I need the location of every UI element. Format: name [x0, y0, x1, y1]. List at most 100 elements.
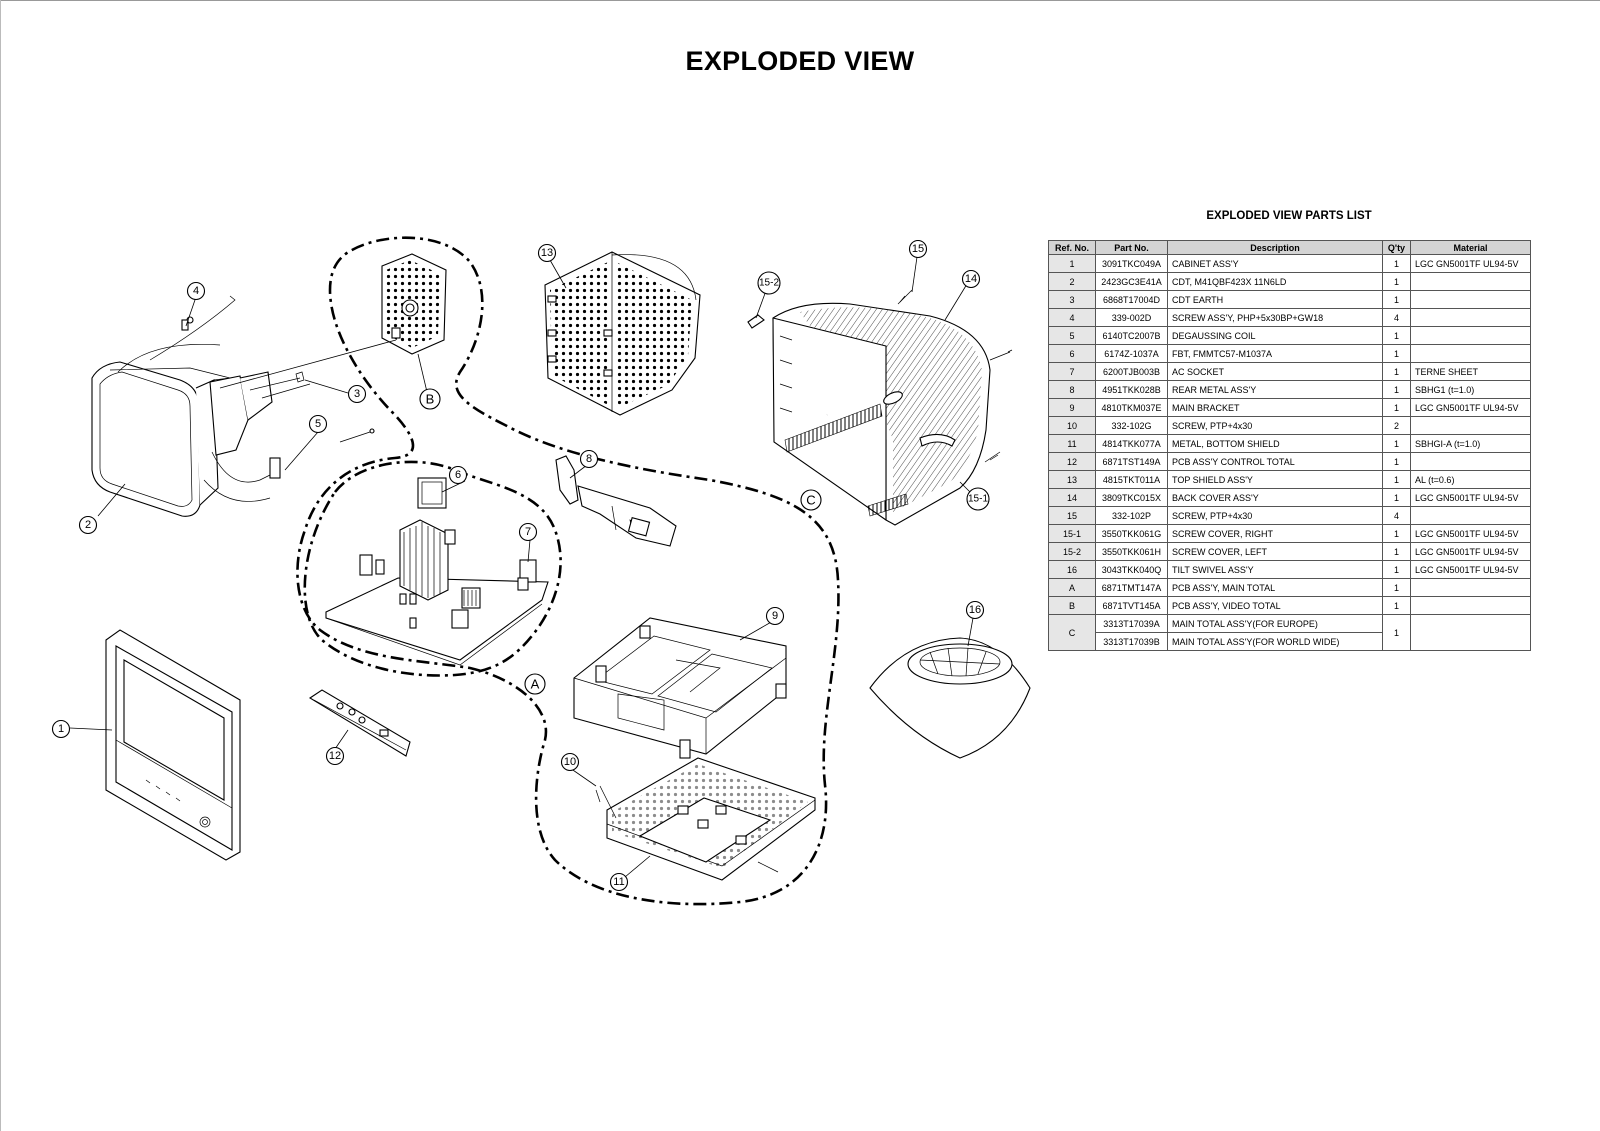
callout-2-label: 2: [85, 519, 91, 531]
callout-8-label: 8: [586, 453, 592, 465]
cell-material: [1410, 290, 1531, 309]
leader-lines: [69, 256, 979, 878]
callout-1-label: 1: [58, 723, 64, 735]
cell-description: SCREW COVER, RIGHT: [1167, 524, 1383, 543]
parts-table-header: Ref. No. Part No. Description Q'ty Mater…: [1048, 240, 1531, 255]
callout-3-label: 3: [354, 388, 360, 400]
bottom-shield-part: [595, 757, 816, 881]
callout-15-label: 15: [912, 243, 924, 255]
callout-13-label: 13: [541, 247, 553, 259]
callout-5: 5: [308, 414, 328, 434]
cell-part-no: 6174Z-1037A: [1095, 344, 1168, 363]
header-ref-no: Ref. No.: [1048, 240, 1096, 255]
cell-ref: 6: [1048, 344, 1096, 363]
cell-material: [1410, 326, 1531, 345]
cell-qty: 1: [1382, 614, 1411, 651]
cell-ref: 10: [1048, 416, 1096, 435]
cell-material: [1410, 452, 1531, 471]
cell-material: TERNE SHEET: [1410, 362, 1531, 381]
cell-material: LGC GN5001TF UL94-5V: [1410, 488, 1531, 507]
cell-material: [1410, 596, 1531, 615]
cell-qty: 1: [1382, 524, 1411, 543]
parts-list-title: EXPLODED VIEW PARTS LIST: [1206, 210, 1372, 222]
callout-b-label: B: [426, 392, 435, 407]
cell-part-no: 6871TMT147A: [1095, 578, 1168, 597]
cell-part-no: 3809TKC015X: [1095, 488, 1168, 507]
header-qty: Q'ty: [1382, 240, 1411, 255]
callout-c-label: C: [806, 493, 815, 508]
cabinet-front-part: [105, 629, 241, 861]
callout-7: 7: [518, 522, 538, 542]
cell-qty: 2: [1382, 416, 1411, 435]
callout-12-label: 12: [329, 750, 341, 762]
callout-13: 13: [537, 243, 557, 263]
callout-c: C: [800, 489, 822, 511]
cell-qty: 1: [1382, 560, 1411, 579]
callout-2: 2: [78, 515, 98, 535]
cell-ref: 1: [1048, 254, 1096, 273]
cell-material: [1410, 416, 1531, 435]
cell-qty: 1: [1382, 452, 1411, 471]
callout-11-label: 11: [613, 876, 624, 888]
cell-ref: A: [1048, 578, 1096, 597]
callout-16-label: 16: [969, 604, 981, 616]
cell-qty: 1: [1382, 488, 1411, 507]
video-pcb-part: [219, 253, 447, 389]
cell-part-no: 4815TKT011A: [1095, 470, 1168, 489]
cell-part-no: 3043TKK040Q: [1095, 560, 1168, 579]
cell-material: SBHG1 (t=1.0): [1410, 380, 1531, 399]
tilt-swivel-part: [869, 637, 1031, 759]
cell-ref: 15-1: [1048, 524, 1096, 543]
cell-material: [1410, 272, 1531, 291]
page-title: EXPLODED VIEW: [685, 46, 915, 76]
cell-ref: B: [1048, 596, 1096, 615]
cell-description: TILT SWIVEL ASS'Y: [1167, 560, 1383, 579]
cell-part-no: 332-102G: [1095, 416, 1168, 435]
cell-description: AC SOCKET: [1167, 362, 1383, 381]
cell-part-no: 332-102P: [1095, 506, 1168, 525]
top-border: [0, 0, 1600, 1]
top-shield-part: [544, 251, 701, 416]
main-pcb-part: [325, 477, 549, 666]
cell-qty: 1: [1382, 254, 1411, 273]
parts-list-table: Ref. No. Part No. Description Q'ty Mater…: [1048, 240, 1531, 651]
cell-ref: 15-2: [1048, 542, 1096, 561]
callout-16: 16: [965, 600, 985, 620]
callout-a: A: [524, 673, 546, 695]
cell-qty: 1: [1382, 596, 1411, 615]
callout-15: 15: [908, 239, 928, 259]
callout-11: 11: [609, 872, 629, 892]
screws: [339, 295, 1013, 461]
callout-b: B: [419, 388, 441, 410]
callout-6-label: 6: [455, 469, 461, 481]
callout-15-2: 15-2: [757, 271, 781, 295]
cell-part-no: 3091TKC049A: [1095, 254, 1168, 273]
group-b-boundary: [296, 236, 840, 906]
callout-15-2-label: 15-2: [759, 278, 779, 289]
back-cover-part: [747, 289, 1011, 526]
cell-ref: 3: [1048, 290, 1096, 309]
cell-description: PCB ASS'Y CONTROL TOTAL: [1167, 452, 1383, 471]
cell-ref: 14: [1048, 488, 1096, 507]
cell-qty: 1: [1382, 290, 1411, 309]
cell-description: SCREW COVER, LEFT: [1167, 542, 1383, 561]
cell-part-no: 6140TC2007B: [1095, 326, 1168, 345]
cell-material: LGC GN5001TF UL94-5V: [1410, 254, 1531, 273]
cell-ref: 9: [1048, 398, 1096, 417]
callout-15-1-label: 15-1: [968, 494, 988, 505]
cell-material: [1410, 578, 1531, 597]
cell-description: MAIN TOTAL ASS'Y(FOR WORLD WIDE): [1167, 632, 1383, 651]
cell-ref: 16: [1048, 560, 1096, 579]
